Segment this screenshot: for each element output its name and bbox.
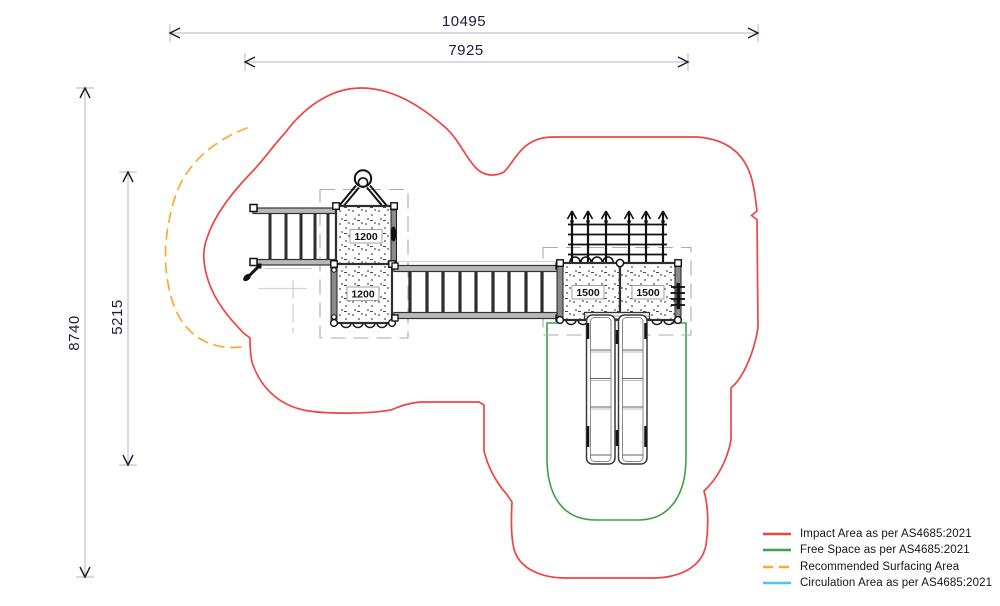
dimension-overall-depth: 8740 <box>66 86 94 579</box>
platform-left-bottom: 1200 <box>329 260 397 329</box>
platform-label-left-bottom: 1200 <box>351 289 375 301</box>
side-ladder-glyph <box>671 283 685 309</box>
dimension-overall-width: 10495 <box>168 13 760 42</box>
net-posts <box>566 210 669 263</box>
impact-area-outline <box>202 87 759 579</box>
platform-left-top: 1200 <box>332 202 398 267</box>
free-space-path <box>546 322 687 521</box>
legend-item-surfacing-area: Recommended Surfacing Area <box>762 559 992 575</box>
platform-right-right: 1500 <box>618 261 682 322</box>
circulation-area-swatch-icon <box>763 581 791 585</box>
free-space-outline <box>546 322 687 521</box>
dimensions: 10495 7925 8740 <box>66 13 760 579</box>
dim-label-inner-depth: 5215 <box>109 299 126 334</box>
legend-item-circulation-area: Circulation Area as per AS4685:2021 <box>762 575 992 591</box>
dim-label-overall-depth: 8740 <box>66 315 83 350</box>
legend-label-surfacing-area: Recommended Surfacing Area <box>800 560 960 573</box>
right-platform-fittings <box>555 258 685 326</box>
legend-label-impact-area: Impact Area as per AS4685:2021 <box>800 528 972 541</box>
dim-label-inner-width: 7925 <box>448 42 483 59</box>
net-climber <box>566 210 669 263</box>
legend-label-free-space: Free Space as per AS4685:2021 <box>800 544 970 557</box>
legend-item-impact-area: Impact Area as per AS4685:2021 <box>762 526 992 542</box>
double-slide <box>583 311 651 465</box>
dimension-inner-depth: 5215 <box>109 170 137 467</box>
platform-label-right-left: 1500 <box>576 287 600 299</box>
legend: Impact Area as per AS4685:2021 Free Spac… <box>762 526 992 591</box>
dim-label-overall-width: 10495 <box>442 13 486 30</box>
middle-bridge <box>391 262 563 322</box>
dimension-inner-width: 7925 <box>243 42 690 71</box>
free-space-swatch-icon <box>763 549 791 552</box>
platform-right-left: 1500 <box>556 261 622 322</box>
fire-pole-glyph <box>243 263 262 282</box>
equipment: 1200 1200 <box>243 169 685 465</box>
surfacing-area-swatch-icon <box>763 565 791 569</box>
surfacing-area-path <box>164 127 248 349</box>
surfacing-area-outline <box>164 127 248 349</box>
tower-roof <box>338 169 388 209</box>
platform-label-left-top: 1200 <box>354 231 378 243</box>
impact-area-path <box>202 87 759 579</box>
left-ladder-bridge <box>249 203 338 267</box>
impact-area-swatch-icon <box>763 532 791 536</box>
legend-label-circulation-area: Circulation Area as per AS4685:2021 <box>800 577 993 590</box>
ground-lines <box>258 260 556 333</box>
legend-item-free-space: Free Space as per AS4685:2021 <box>762 542 992 558</box>
platform-label-right-right: 1500 <box>636 287 660 299</box>
